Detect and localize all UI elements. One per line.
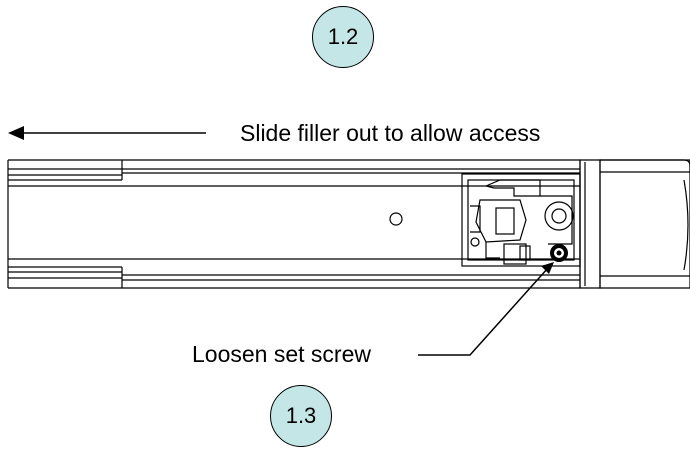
screw-instruction: Loosen set screw bbox=[192, 341, 371, 367]
slide-instruction: Slide filler out to allow access bbox=[240, 120, 541, 146]
step-number: 1.2 bbox=[327, 24, 359, 49]
leader-line-icon bbox=[418, 262, 554, 356]
set-screw-icon bbox=[550, 244, 568, 262]
step-number: 1.3 bbox=[285, 403, 317, 428]
arrow-left-icon bbox=[8, 126, 206, 140]
latch-mechanism bbox=[461, 173, 581, 267]
bar-housing bbox=[7, 159, 580, 289]
mounting-hole bbox=[389, 212, 403, 226]
step-badge-1-2: 1.2 bbox=[312, 6, 374, 68]
end-cap bbox=[579, 159, 690, 289]
step-badge-1-3: 1.3 bbox=[270, 385, 332, 447]
